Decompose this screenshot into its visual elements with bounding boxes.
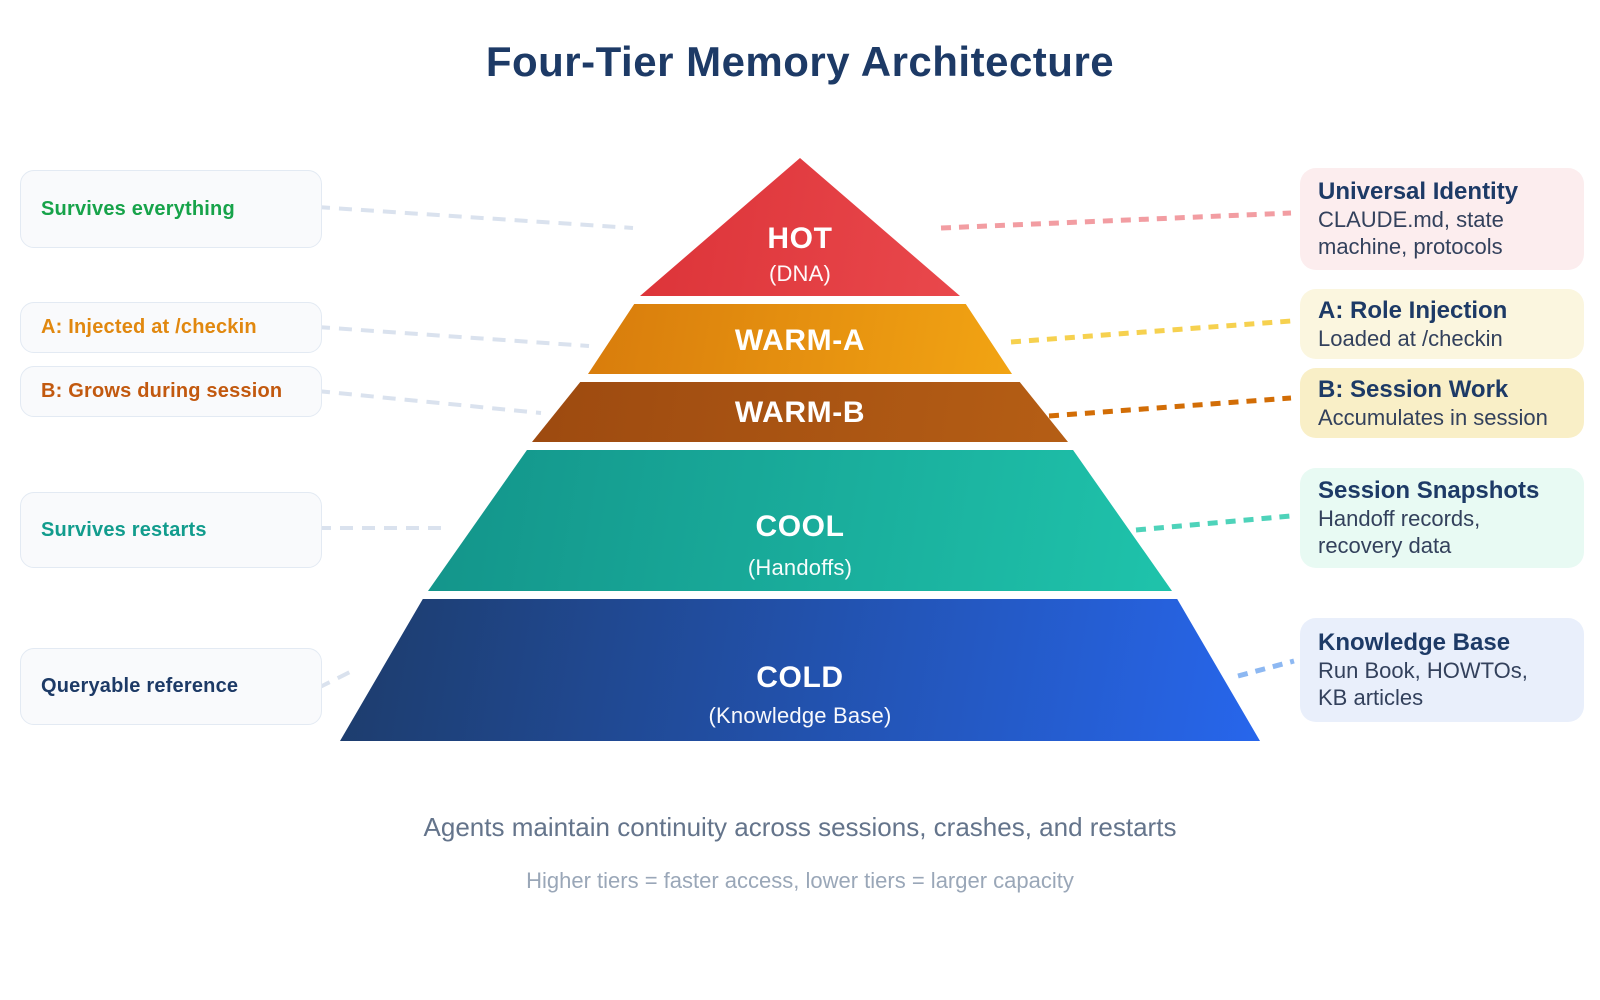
right-note-session-work: B: Session Work Accumulates in session bbox=[1300, 368, 1584, 438]
tier-sublabel-cold: (Knowledge Base) bbox=[708, 703, 892, 728]
left-note-label: Survives everything bbox=[41, 197, 235, 220]
left-note-queryable-reference: Queryable reference bbox=[20, 648, 322, 725]
left-note-label: Queryable reference bbox=[41, 675, 239, 697]
left-note-label: A: Injected at /checkin bbox=[41, 316, 257, 338]
right-note-title: Session Snapshots bbox=[1318, 477, 1540, 505]
right-note-title: B: Session Work bbox=[1318, 375, 1509, 403]
caption: Agents maintain continuity across sessio… bbox=[423, 812, 1177, 842]
right-note-session-snapshots: Session Snapshots Handoff records, recov… bbox=[1300, 468, 1584, 568]
left-note-survives-restarts: Survives restarts bbox=[20, 492, 322, 568]
left-note-injected-at-checkin: A: Injected at /checkin bbox=[20, 302, 322, 353]
left-note-survives-everything: Survives everything bbox=[20, 170, 322, 248]
tier-label-cool: COOL bbox=[755, 510, 845, 543]
tier-sublabel-hot: (DNA) bbox=[768, 261, 832, 286]
right-note-title: A: Role Injection bbox=[1318, 296, 1508, 324]
right-note-title: Universal Identity bbox=[1318, 178, 1519, 206]
pyramid-tier-cool bbox=[428, 450, 1172, 591]
right-note-desc: CLAUDE.md, state machine, protocols bbox=[1318, 207, 1504, 259]
left-note-label: Survives restarts bbox=[41, 518, 207, 541]
tier-label-warm-b: WARM-B bbox=[734, 396, 866, 429]
right-note-role-injection: A: Role Injection Loaded at /checkin bbox=[1300, 289, 1584, 359]
subcaption: Higher tiers = faster access, lower tier… bbox=[526, 868, 1074, 893]
pyramid-tier-warm-b bbox=[532, 382, 1068, 442]
tier-label-cold: COLD bbox=[756, 661, 844, 694]
left-note-label: B: Grows during session bbox=[41, 380, 283, 402]
right-note-desc: Accumulates in session bbox=[1318, 404, 1548, 430]
tier-label-hot: HOT bbox=[767, 222, 833, 255]
tier-label-warm-a: WARM-A bbox=[734, 324, 866, 357]
right-note-universal-identity: Universal Identity CLAUDE.md, state mach… bbox=[1300, 168, 1584, 270]
right-note-knowledge-base: Knowledge Base Run Book, HOWTOs, KB arti… bbox=[1300, 618, 1584, 722]
page-title: Four-Tier Memory Architecture bbox=[485, 38, 1115, 85]
pyramid-tier-warm-a bbox=[588, 304, 1012, 374]
tier-sublabel-cool: (Handoffs) bbox=[747, 555, 853, 580]
right-note-desc: Run Book, HOWTOs, KB articles bbox=[1318, 658, 1528, 710]
right-note-desc: Handoff records, recovery data bbox=[1318, 506, 1481, 558]
right-note-desc: Loaded at /checkin bbox=[1318, 325, 1503, 351]
left-note-grows-during-session: B: Grows during session bbox=[20, 366, 322, 417]
right-note-title: Knowledge Base bbox=[1318, 629, 1511, 657]
pyramid-tier-cold bbox=[340, 599, 1260, 741]
